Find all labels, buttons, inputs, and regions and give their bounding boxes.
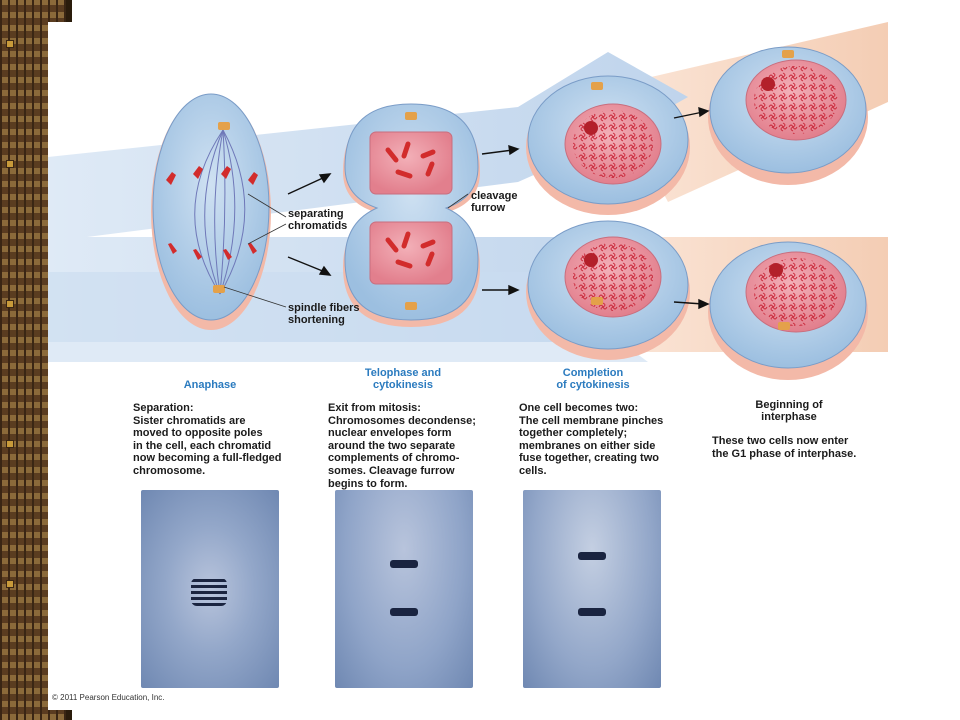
stage-title-completion: Completion of cytokinesis [556, 367, 630, 391]
diagram-canvas [48, 22, 888, 380]
chromosome-band [390, 560, 418, 568]
border-ornament [6, 440, 14, 448]
chromosome-band [578, 552, 606, 560]
label-spindle-fibers: spindle fibers shortening [288, 302, 360, 326]
border-ornament [6, 300, 14, 308]
slide-figure: separating chromatids spindle fibers sho… [48, 22, 943, 710]
interphase-cell-bottom [708, 241, 868, 380]
border-ornament [6, 40, 14, 48]
stage-body-completion: One cell becomes two: The cell membrane … [519, 402, 664, 477]
stage-title-interphase: Beginning of interphase [755, 399, 823, 423]
stage-body-anaphase: Separation: Sister chromatids are moved … [133, 402, 282, 477]
stage-arrows [287, 106, 710, 310]
completion-cell-top [526, 75, 690, 215]
stage-title-anaphase: Anaphase [183, 379, 237, 391]
label-leaders [223, 193, 469, 308]
border-ornament [6, 160, 14, 168]
label-cleavage-furrow: cleavage furrow [471, 190, 518, 214]
chromosome-band [578, 608, 606, 616]
chromosome-band [191, 578, 227, 606]
interphase-cell-top [708, 46, 868, 185]
stage-title-telophase: Telophase and cytokinesis [364, 367, 442, 391]
copyright-notice: © 2011 Pearson Education, Inc. [52, 693, 165, 702]
micrograph-telophase [335, 490, 473, 688]
micrograph-completion [523, 490, 661, 688]
border-ornament [6, 580, 14, 588]
stage-body-telophase: Exit from mitosis: Chromosomes decondens… [328, 402, 476, 490]
stage-body-interphase: These two cells now enter the G1 phase o… [712, 435, 857, 460]
label-separating-chromatids: separating chromatids [288, 208, 348, 232]
chromosome-band [390, 608, 418, 616]
anaphase-cell [151, 93, 271, 330]
micrograph-anaphase [141, 490, 279, 688]
completion-cell-bottom [526, 220, 690, 360]
telophase-cell [343, 103, 480, 327]
